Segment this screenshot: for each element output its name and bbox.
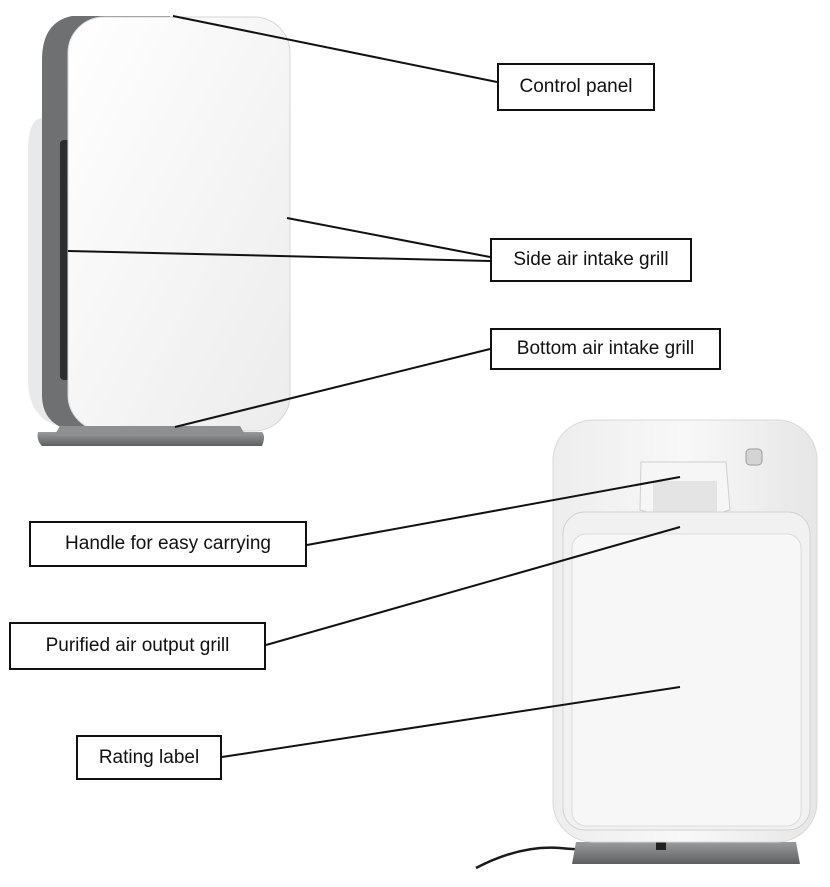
label-purified-air-output-grill: Purified air output grill xyxy=(9,622,266,670)
back-unit-handle-recess xyxy=(654,482,716,512)
leader-line-rating-label xyxy=(221,686,681,758)
label-side-air-intake-grill: Side air intake grill xyxy=(490,238,692,282)
leader-lines xyxy=(67,15,681,758)
front-unit xyxy=(28,16,291,446)
label-control-panel: Control panel xyxy=(497,63,655,111)
leader-line-control-panel xyxy=(172,15,498,83)
back-unit-power-button xyxy=(745,448,763,466)
back-unit-filter-cover xyxy=(571,533,802,827)
label-rating-label: Rating label xyxy=(76,735,222,780)
leader-line-bottom-grill xyxy=(174,348,491,428)
front-unit-panel xyxy=(67,16,291,432)
leader-line-output-grill xyxy=(265,526,681,646)
label-handle-for-easy-carrying: Handle for easy carrying xyxy=(29,521,307,567)
leader-line-side-grill-lower xyxy=(67,250,491,262)
leader-line-handle xyxy=(306,476,681,546)
leader-line-side-grill-upper xyxy=(286,217,491,258)
back-unit-base xyxy=(572,842,800,864)
front-unit-base-front xyxy=(54,426,246,436)
label-bottom-air-intake-grill: Bottom air intake grill xyxy=(490,328,721,370)
back-unit xyxy=(475,419,818,870)
back-unit-plug xyxy=(656,838,666,850)
